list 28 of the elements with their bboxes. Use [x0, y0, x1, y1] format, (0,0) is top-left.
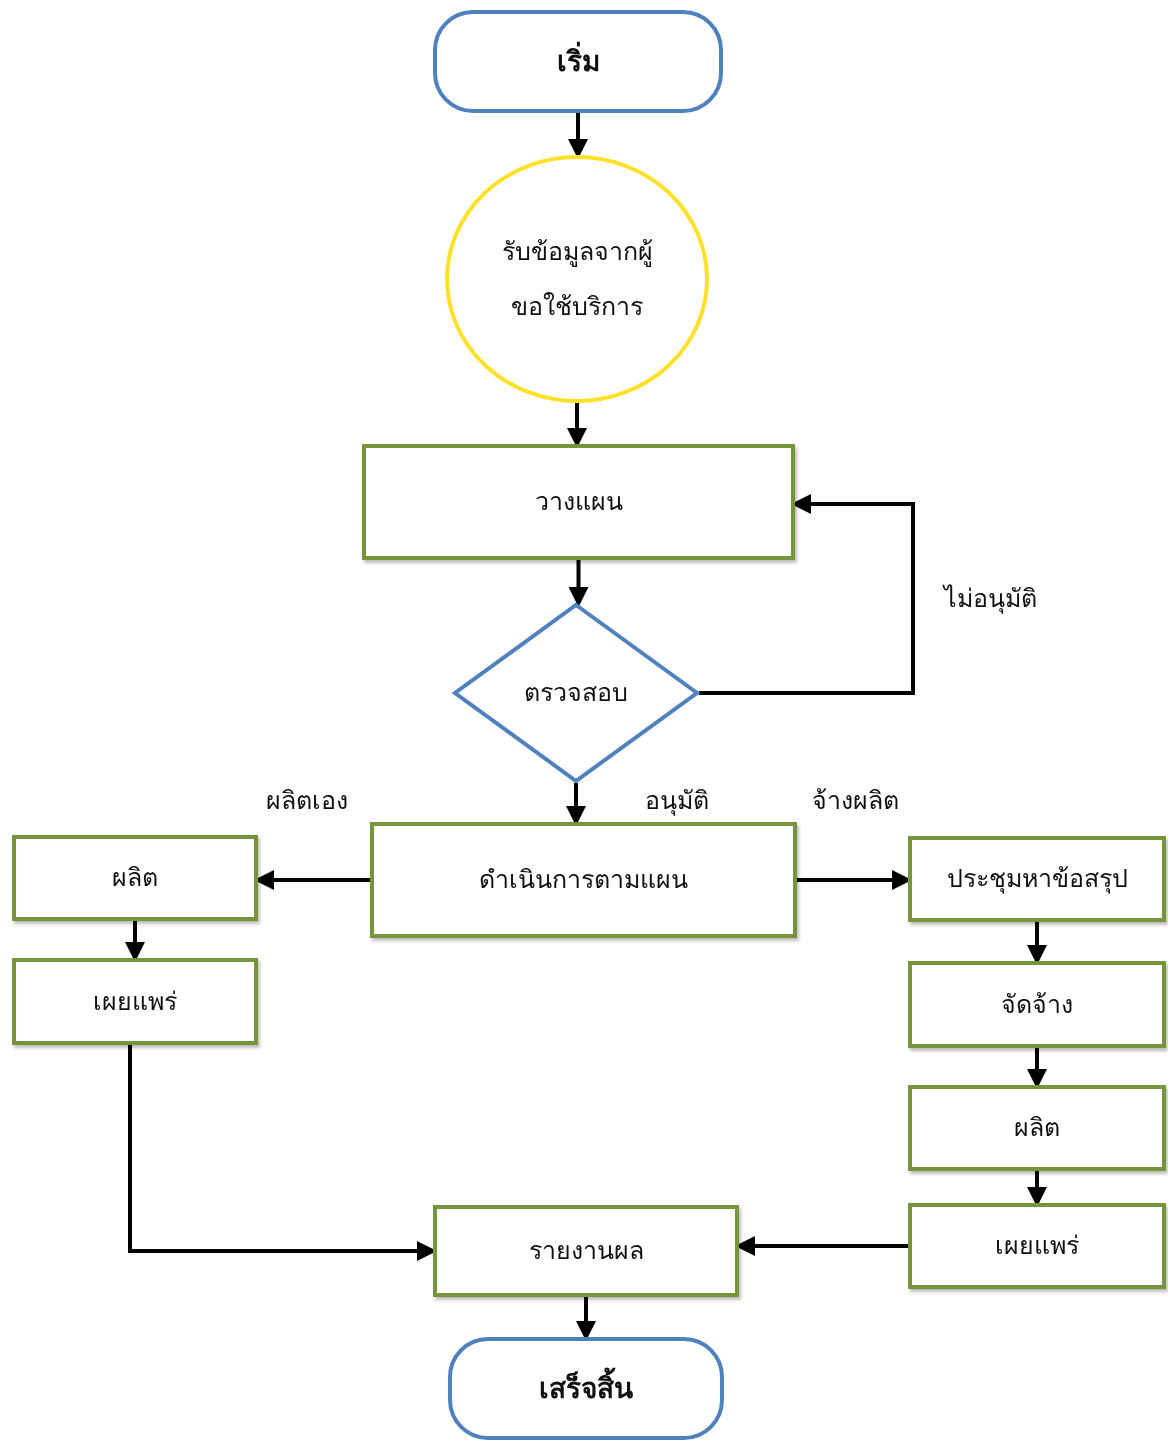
- terminator-box: [448, 1337, 724, 1440]
- node-text: ผลิต: [112, 862, 158, 895]
- node-text: เผยแพร่: [93, 985, 177, 1018]
- arrow: [699, 494, 915, 695]
- node-text: รับข้อมูลจากผู้ขอใช้บริการ: [500, 236, 654, 323]
- arrow: [568, 560, 589, 607]
- process-box: [12, 835, 258, 921]
- node-text: รายงานผล: [528, 1235, 644, 1268]
- decision-diamond: [453, 603, 699, 783]
- node-text: วางแผน: [534, 486, 623, 519]
- node-text: ผลิต: [1014, 1112, 1060, 1145]
- process-box: [908, 1203, 1166, 1289]
- node-text: ประชุมหาข้อสรุป: [946, 863, 1128, 896]
- terminator-box: [433, 10, 723, 113]
- process-box: [362, 444, 795, 560]
- process-box: [12, 958, 258, 1045]
- process-box: [908, 1085, 1166, 1171]
- node-text: จัดจ้าง: [1001, 988, 1073, 1021]
- process-box: [433, 1205, 739, 1297]
- process-box: [370, 822, 797, 938]
- node-text: เผยแพร่: [995, 1230, 1079, 1263]
- node-text: เริ่ม: [556, 34, 600, 89]
- process-box: [908, 961, 1166, 1048]
- node-text: ดำเนินการตามแผน: [479, 864, 688, 897]
- process-circle: [445, 155, 709, 403]
- node-text: ตรวจสอบ: [524, 677, 628, 710]
- node-text: เสร็จสิ้น: [539, 1361, 633, 1416]
- process-box: [908, 836, 1166, 922]
